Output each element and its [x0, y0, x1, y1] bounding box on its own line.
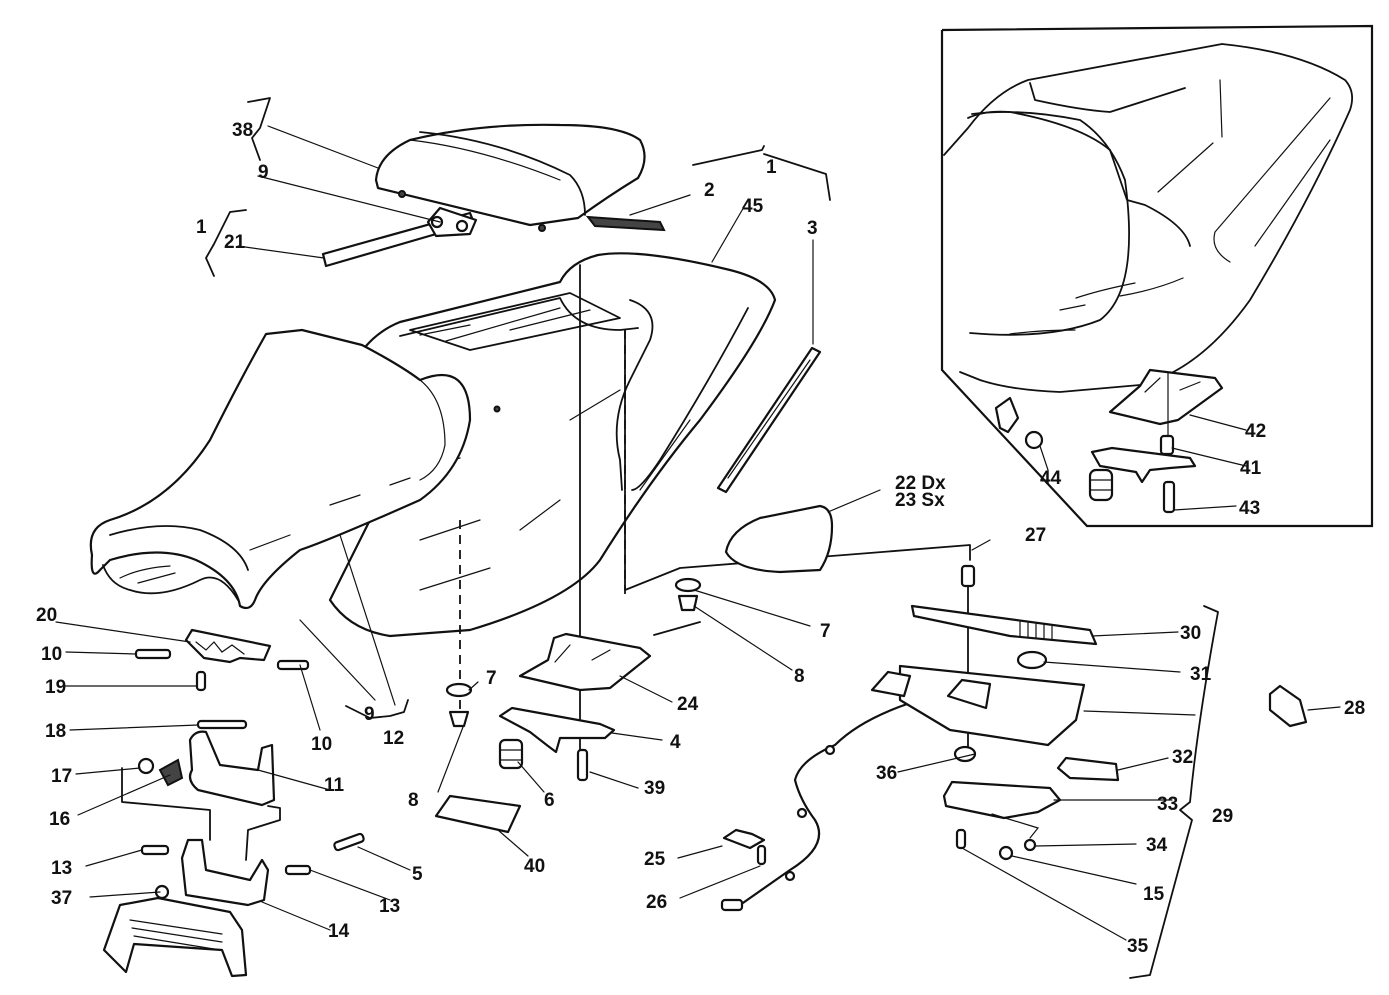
bracket-42-icon	[1108, 368, 1224, 466]
bulb-31-icon	[1016, 650, 1048, 670]
callout-7: 7	[820, 621, 831, 642]
plate-4-icon	[498, 706, 616, 754]
clip-28-icon	[1268, 684, 1308, 728]
solo-seat-cowl-icon	[943, 43, 1354, 393]
trim-strip-3-icon	[716, 346, 822, 494]
screw-18-icon	[196, 719, 248, 730]
callout-25: 25	[644, 849, 666, 870]
callout-17: 17	[51, 766, 72, 787]
callout-28: 28	[1344, 698, 1365, 719]
callout-12: 12	[383, 728, 404, 749]
callout-15: 15	[1143, 884, 1165, 905]
callout-26: 26	[646, 892, 667, 913]
callout-23-sx: 23 Sx	[895, 490, 945, 511]
callout-11: 11	[324, 775, 345, 796]
callout-21: 21	[224, 232, 246, 253]
grommet-36-icon	[953, 745, 977, 763]
callout-29: 29	[1212, 806, 1233, 827]
callout-22-dx: 22 Dx	[895, 473, 946, 494]
release-cable-icon	[720, 701, 911, 912]
cover-40-icon	[434, 794, 522, 834]
callout-7: 7	[486, 668, 497, 689]
mounting-plate-24-icon	[518, 632, 652, 692]
callout-1: 1	[196, 217, 207, 238]
callout-10: 10	[41, 644, 62, 665]
rubber-bumper-icon	[1088, 468, 1114, 502]
lock-plate-icon	[1090, 446, 1197, 484]
callout-5: 5	[412, 864, 423, 885]
callout-33: 33	[1157, 794, 1178, 815]
number-plate-light-icon	[910, 604, 1098, 646]
callout-8: 8	[794, 666, 805, 687]
callout-45: 45	[742, 196, 764, 217]
callout-20: 20	[36, 605, 57, 626]
callout-9: 9	[364, 704, 375, 725]
callout-4: 4	[670, 732, 681, 753]
callout-13: 13	[51, 858, 72, 879]
callout-27: 27	[1025, 525, 1046, 546]
seat-icon	[89, 328, 472, 610]
spacer-41-icon	[1159, 434, 1175, 456]
screw-26-icon	[756, 844, 767, 866]
bolt-39-icon	[576, 748, 589, 782]
grommet-6-icon	[498, 738, 524, 770]
callout-37: 37	[51, 888, 72, 909]
callout-1: 1	[766, 157, 777, 178]
callout-35: 35	[1127, 936, 1149, 957]
bolt-10-icon	[134, 648, 172, 660]
callout-36: 36	[876, 763, 897, 784]
inset-detail-panel	[940, 24, 1374, 528]
callout-8: 8	[408, 790, 419, 811]
callout-42: 42	[1245, 421, 1266, 442]
nut-8b-icon	[677, 594, 699, 612]
callout-39: 39	[644, 778, 665, 799]
callout-9: 9	[258, 162, 269, 183]
badge-2-icon	[585, 215, 666, 232]
bracket-14-icon	[121, 767, 365, 907]
tail-fairing-icon	[328, 252, 777, 638]
leader-lines	[55, 97, 1341, 979]
callout-16: 16	[49, 809, 70, 830]
seat-catch-20-icon	[184, 628, 272, 664]
screw-35-icon	[955, 828, 967, 850]
callout-3: 3	[807, 218, 818, 239]
callout-2: 2	[704, 180, 715, 201]
callout-43: 43	[1239, 498, 1260, 519]
callout-6: 6	[544, 790, 555, 811]
nut-15-icon	[998, 845, 1014, 861]
callout-34: 34	[1146, 835, 1168, 856]
callout-44: 44	[1040, 468, 1062, 489]
bolt-43-icon	[1162, 480, 1176, 514]
pillion-pad-icon	[374, 123, 646, 232]
seat-lock-icon	[102, 884, 248, 978]
callout-41: 41	[1240, 458, 1262, 479]
callout-labels: 38 9 1 21 1 2 45 3 22 Dx 23 Sx 27 42 41 …	[36, 120, 1365, 957]
plate-frame-33-icon	[942, 780, 1062, 820]
callout-32: 32	[1172, 747, 1193, 768]
side-pad-22-23-icon	[724, 504, 834, 574]
callout-10: 10	[311, 734, 332, 755]
callout-40: 40	[524, 856, 545, 877]
washer-7b-icon	[674, 577, 702, 593]
callout-14: 14	[328, 921, 350, 942]
reflector-32-icon	[1056, 756, 1120, 782]
bolt-10b-icon	[276, 659, 310, 671]
pin-19-icon	[195, 670, 207, 692]
seat-rail-21-icon	[321, 206, 478, 268]
light-holder-icon	[870, 664, 1086, 747]
callout-19: 19	[45, 677, 66, 698]
nut-8-icon	[448, 710, 470, 728]
bolt-27-icon	[960, 564, 976, 588]
screw-44-icon	[994, 396, 1044, 450]
washer-34-icon	[1023, 838, 1037, 852]
callout-24: 24	[677, 694, 699, 715]
callout-18: 18	[45, 721, 66, 742]
callout-31: 31	[1190, 664, 1212, 685]
callout-30: 30	[1180, 623, 1201, 644]
cable-clip-25-icon	[722, 828, 766, 850]
lock-bracket-11-icon	[137, 730, 276, 807]
callout-38: 38	[232, 120, 253, 141]
callout-13: 13	[379, 896, 400, 917]
washer-7-icon	[445, 682, 473, 698]
